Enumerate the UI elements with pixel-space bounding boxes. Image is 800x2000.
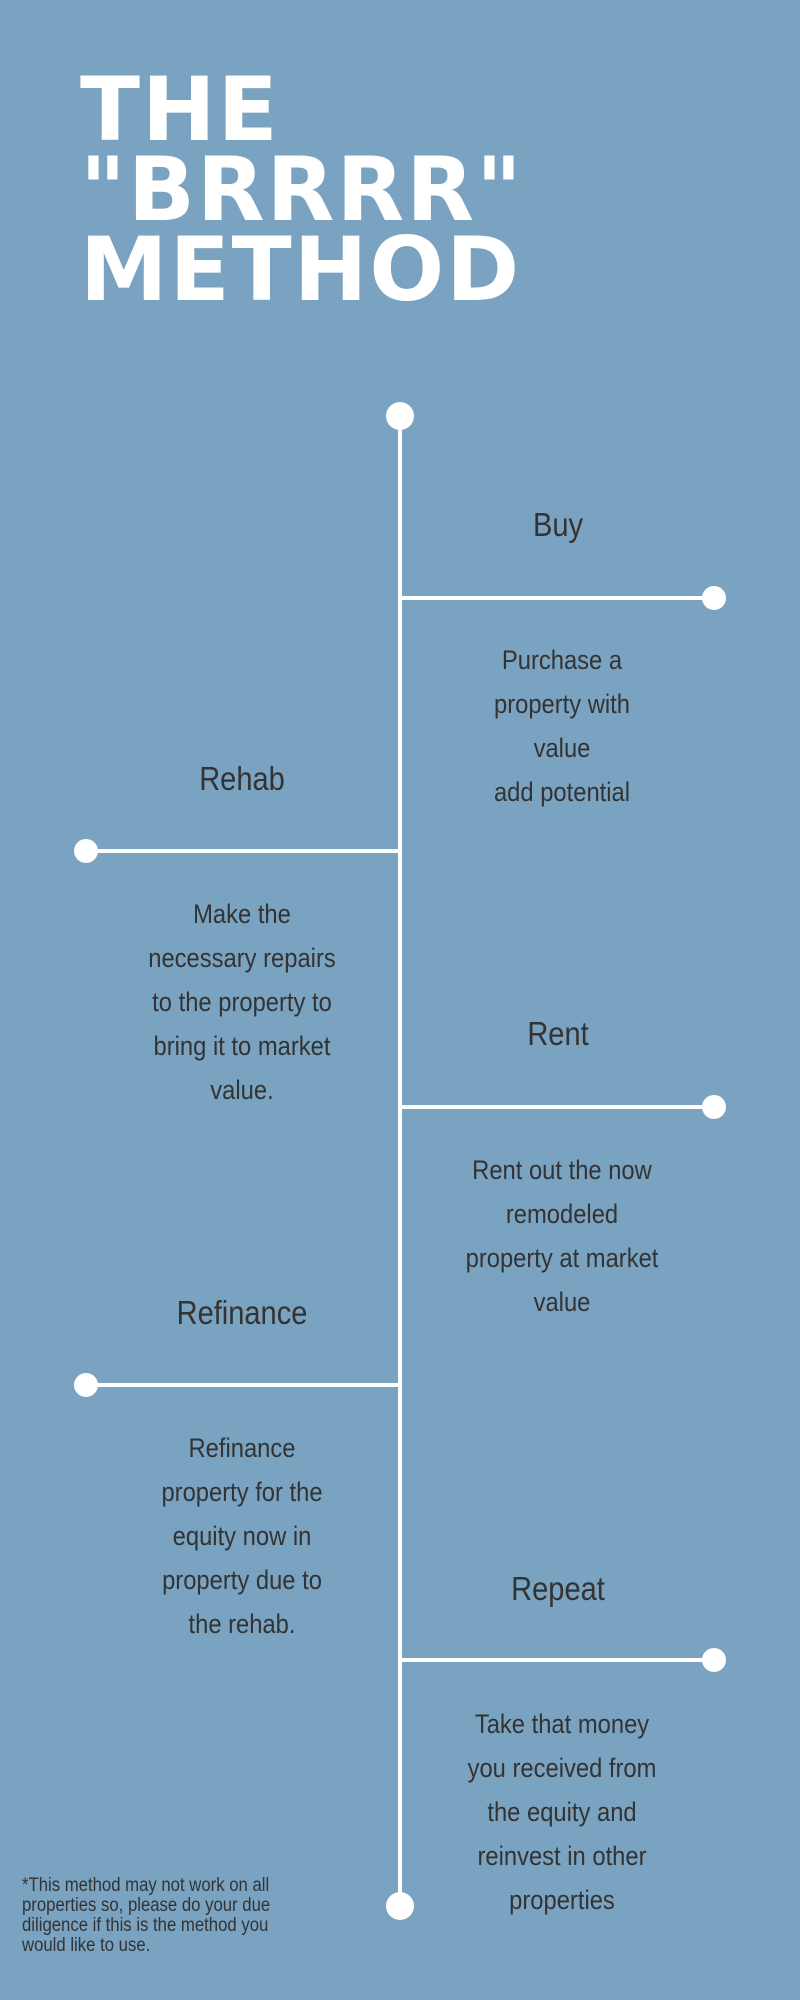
timeline-start-dot: [386, 402, 414, 430]
title-line-3: METHOD: [80, 218, 522, 321]
step-heading-buy: Buy: [532, 506, 584, 543]
step-description-rehab: Make the necessary repairs to the proper…: [148, 899, 336, 1105]
branch-end-dot-rehab: [74, 839, 98, 863]
step-description-buy: Purchase a property with value add poten…: [493, 645, 631, 807]
step-description-rent: Rent out the now remodeled property at m…: [465, 1155, 659, 1317]
step-heading-rent: Rent: [527, 1015, 589, 1052]
step-heading-repeat: Repeat: [511, 1570, 605, 1607]
branch-repeat: [400, 1658, 714, 1662]
branch-buy: [400, 596, 714, 600]
branch-end-dot-buy: [702, 586, 726, 610]
branch-end-dot-repeat: [702, 1648, 726, 1672]
title-line-1: THE: [80, 58, 280, 161]
branch-end-dot-rent: [702, 1095, 726, 1119]
step-description-refinance: Refinance property for the equity now in…: [161, 1433, 323, 1639]
disclaimer-footnote: *This method may not work on all propert…: [22, 1875, 271, 1956]
branch-end-dot-refinance: [74, 1373, 98, 1397]
page-title: THE "BRRRR" METHOD: [80, 58, 524, 321]
branch-refinance: [86, 1383, 400, 1387]
branch-rent: [400, 1105, 714, 1109]
branch-rehab: [86, 849, 400, 853]
timeline-end-dot: [386, 1892, 414, 1920]
step-description-repeat: Take that money you received from the eq…: [467, 1709, 657, 1915]
step-heading-refinance: Refinance: [176, 1294, 308, 1331]
step-heading-rehab: Rehab: [199, 760, 285, 797]
timeline-spine: [398, 416, 402, 1906]
title-line-2: "BRRRR": [80, 138, 524, 241]
